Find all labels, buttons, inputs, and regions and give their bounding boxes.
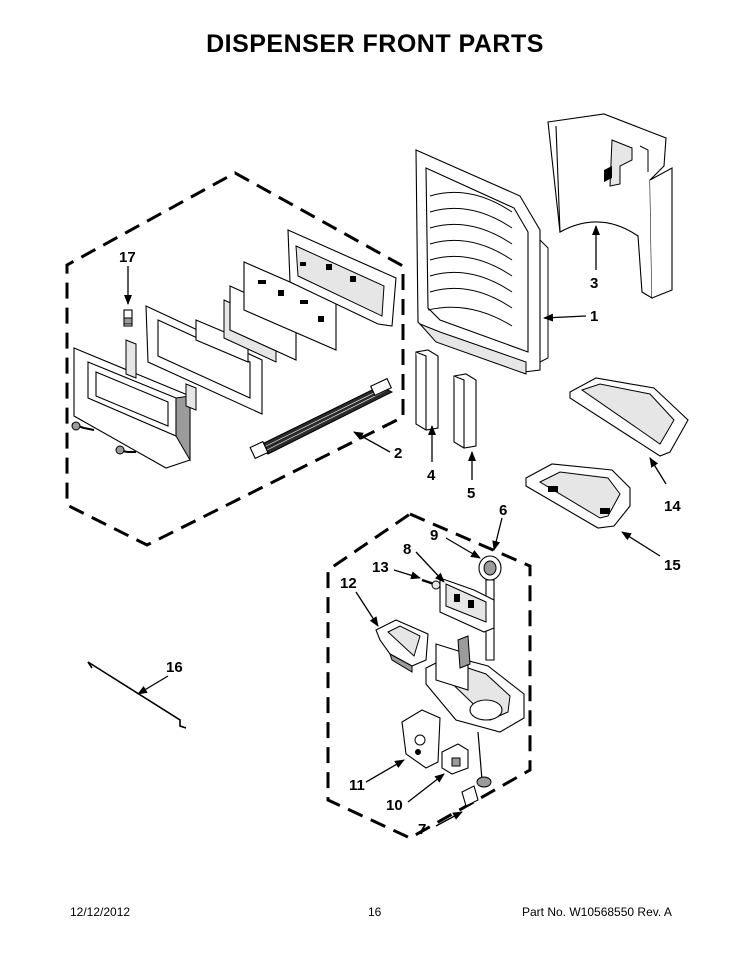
control-panel-fascia [73,347,191,469]
part-12-ice-chute [375,619,429,673]
callout-1: 1 [590,308,598,325]
callout-12: 12 [340,575,357,592]
part-16-wire-rod [87,661,187,729]
callout-6: 6 [499,502,507,519]
callout-16: 16 [166,659,183,676]
callout-7: 7 [418,821,426,838]
callout-5: 5 [467,485,475,502]
control-panel-screw [71,421,136,455]
part-10-solenoid [441,743,469,775]
part-14-drip-tray-grille [569,377,689,457]
part-8-switch-housing [439,577,495,633]
callouts: 1 2 3 4 5 6 7 8 9 10 11 12 13 14 15 16 1… [119,249,681,838]
footer-date: 12/12/2012 [70,905,131,919]
control-housing [287,229,397,327]
dispenser-base-housing [425,635,525,733]
footer-page-number: 16 [368,905,382,919]
part-11-lever [401,709,441,769]
callout-11: 11 [349,777,365,794]
leader-lines [124,225,667,827]
part-15-drip-tray [525,463,631,529]
part-1-dispenser-housing [415,149,549,375]
part-5-light-cover [453,373,477,449]
part-2-ribbon-cable [249,377,394,460]
callout-2: 2 [394,445,402,462]
part-7-water-fitting [461,731,492,807]
callout-17: 17 [119,249,136,266]
part-3-back-cover [547,113,673,299]
part-4-light-cover [415,349,439,431]
callout-8: 8 [403,541,411,558]
page-title: DISPENSER FRONT PARTS [206,30,544,58]
callout-13: 13 [372,559,389,576]
callout-14: 14 [664,498,681,515]
control-panel-frame [125,305,263,415]
callout-9: 9 [430,527,438,544]
part-17-clip [123,309,133,327]
callout-3: 3 [590,275,598,292]
part-13-screw [421,578,441,590]
control-panel-group-outline [65,171,405,547]
callout-10: 10 [386,797,403,814]
callout-15: 15 [664,557,681,574]
callout-4: 4 [427,467,436,484]
footer-part-number: Part No. W10568550 Rev. A [522,905,672,919]
dispenser-assembly-group-outline [326,512,532,840]
